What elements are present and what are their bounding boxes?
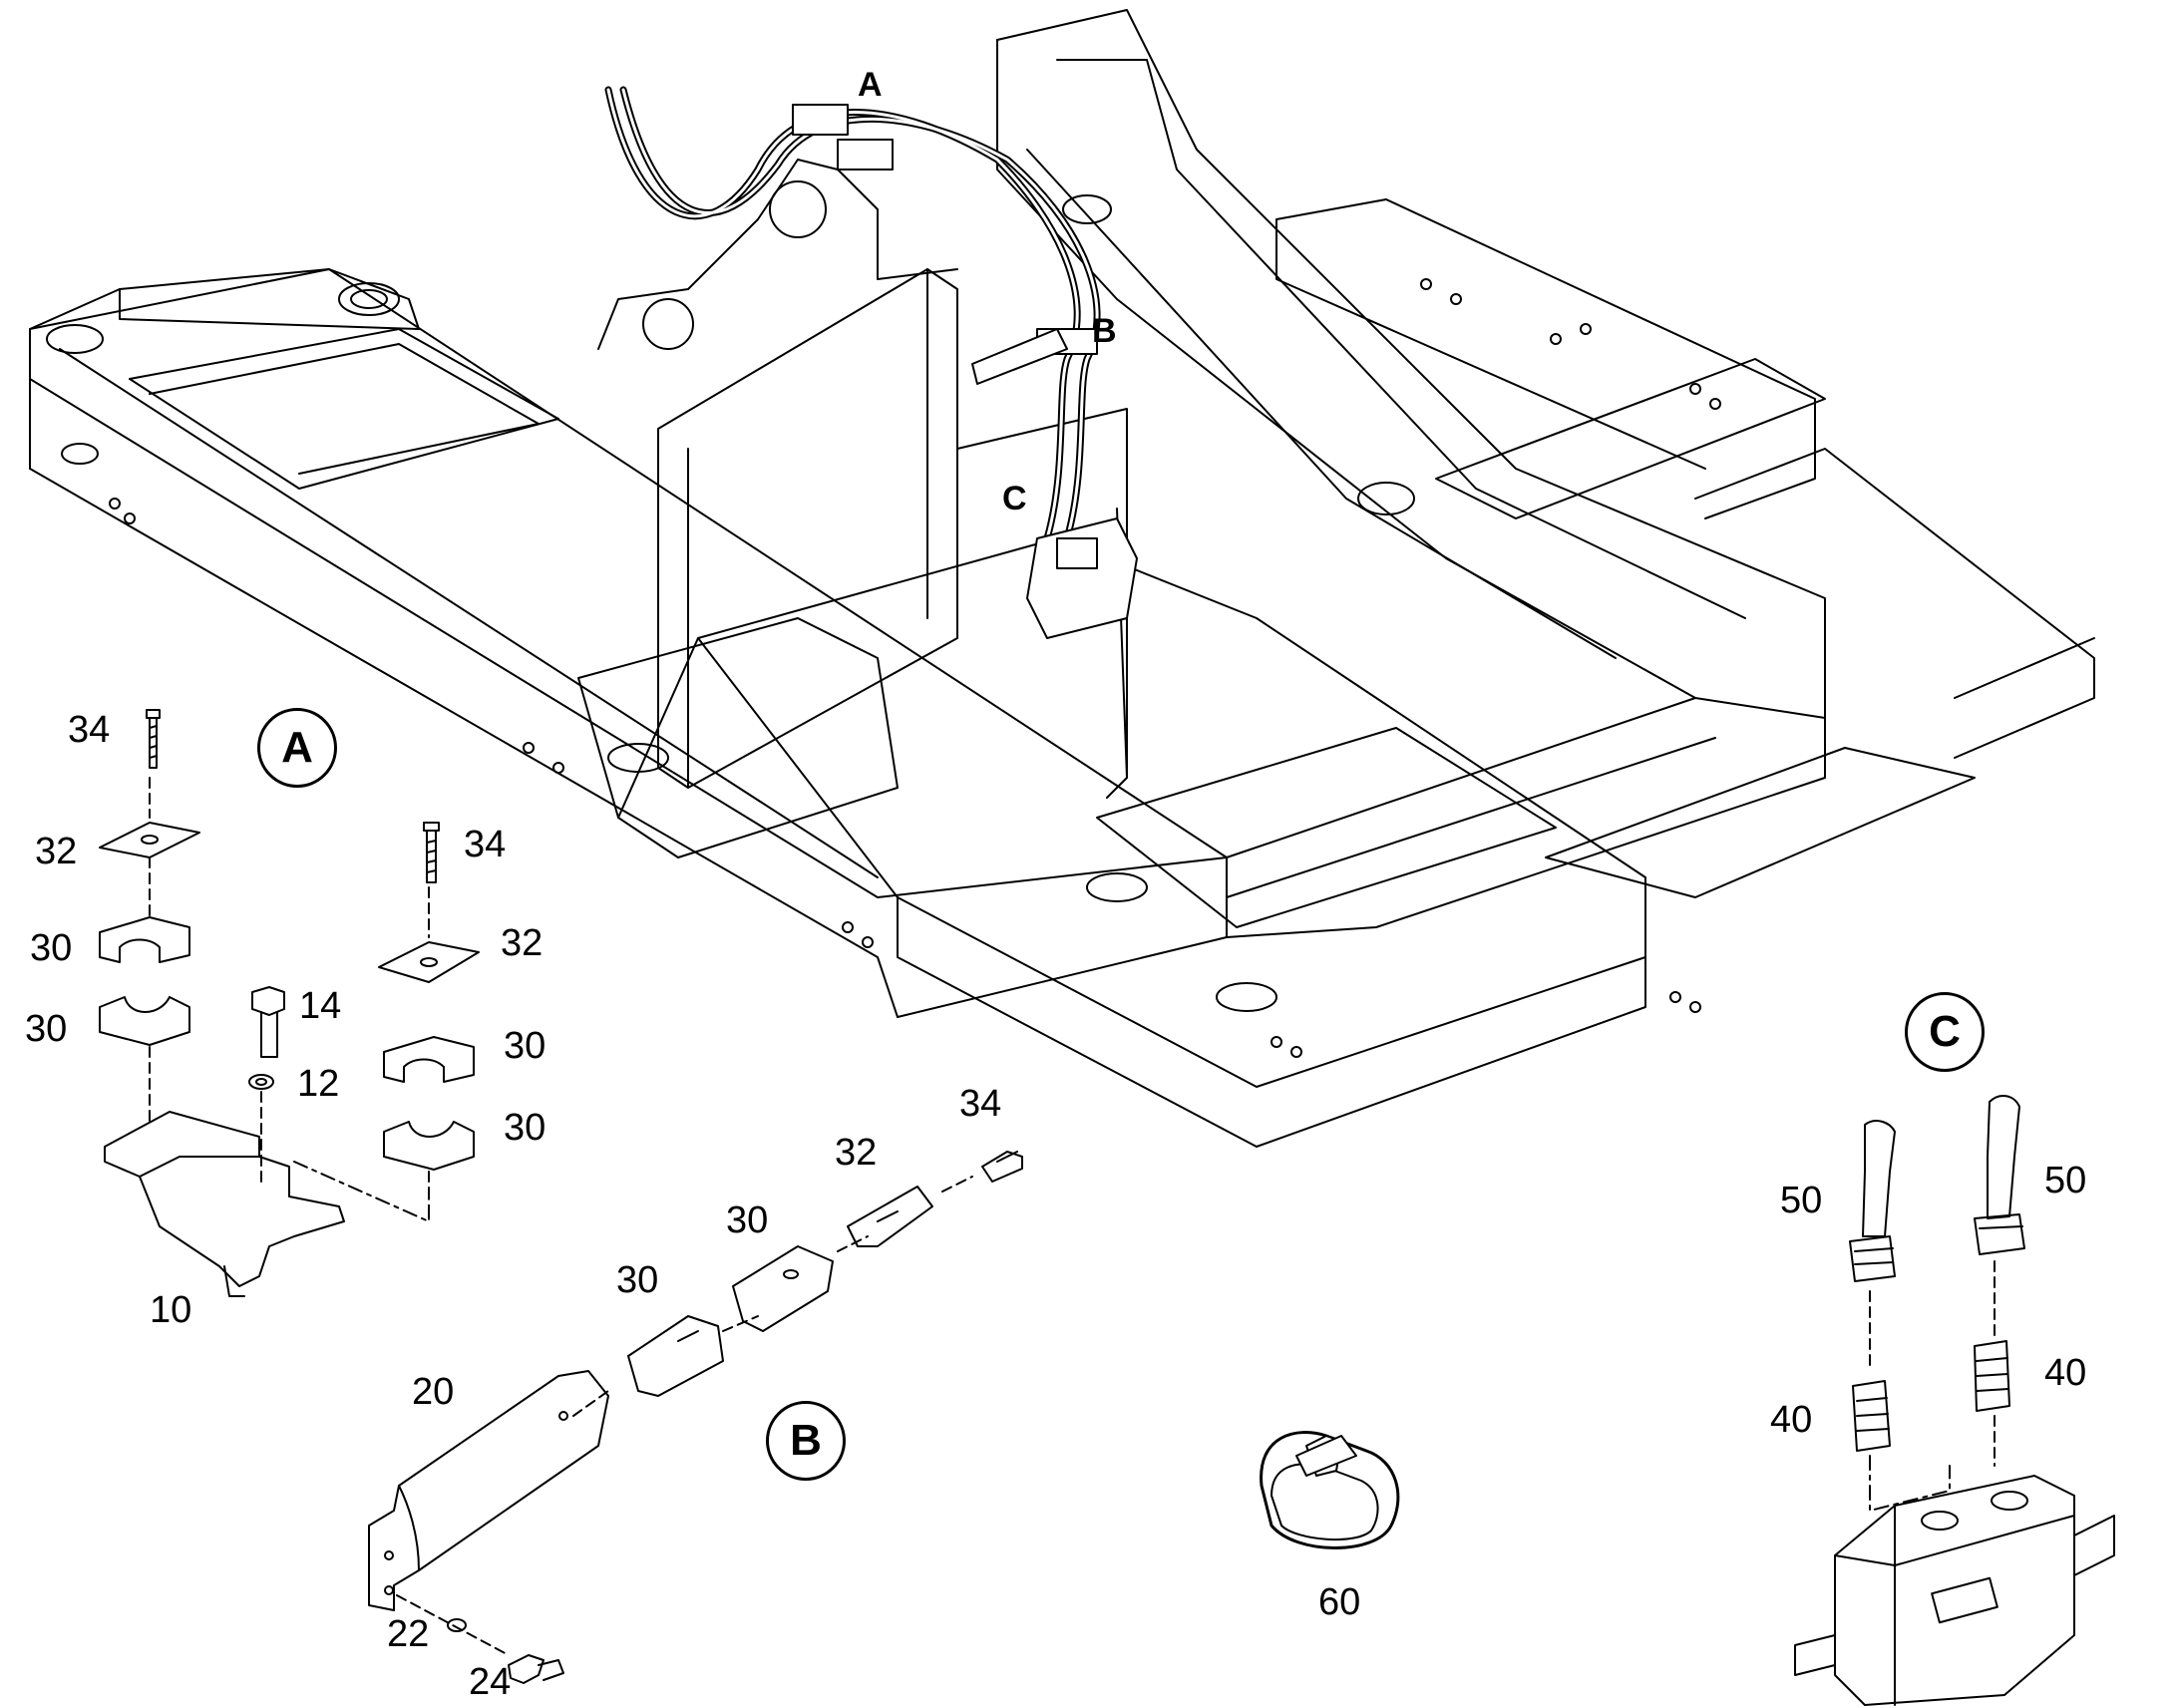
detail-b-title: B (766, 1401, 846, 1481)
part-34-label: 34 (464, 824, 507, 865)
part-50-label: 50 (1780, 1180, 1823, 1221)
part-32-label: 32 (501, 922, 544, 964)
part-30-label: 30 (25, 1008, 68, 1050)
detail-a-clamp-assembly (100, 710, 479, 1296)
detail-a-title: A (257, 708, 337, 788)
detail-c-title: C (1905, 992, 1985, 1072)
part-30-label: 30 (504, 1025, 546, 1067)
strap-clamp (1262, 1433, 1398, 1548)
detail-c-fitting-assembly (1795, 1096, 2114, 1705)
callout-b: B (1092, 312, 1117, 350)
part-24-label: 24 (469, 1661, 512, 1703)
part-12-label: 12 (297, 1063, 340, 1105)
part-60-label: 60 (1318, 1581, 1361, 1623)
part-32-label: 32 (35, 831, 78, 872)
chassis-frame (30, 10, 2094, 1147)
part-22-label: 22 (387, 1613, 430, 1655)
part-10-label: 10 (150, 1289, 192, 1331)
part-30-label: 30 (616, 1259, 659, 1301)
part-30-label: 30 (30, 927, 73, 969)
part-34-label: 34 (959, 1083, 1002, 1125)
detail-b-clamp-assembly (369, 1152, 1022, 1683)
part-40-label: 40 (1770, 1399, 1813, 1441)
part-30-label: 30 (504, 1107, 546, 1149)
part-50-label: 50 (2044, 1160, 2087, 1201)
callout-c: C (1002, 480, 1027, 517)
part-20-label: 20 (412, 1371, 455, 1413)
part-32-label: 32 (835, 1132, 878, 1174)
part-14-label: 14 (299, 985, 342, 1027)
part-40-label: 40 (2044, 1352, 2087, 1394)
callout-a: A (858, 66, 883, 104)
part-34-label: 34 (68, 709, 111, 751)
part-30-label: 30 (726, 1199, 769, 1241)
